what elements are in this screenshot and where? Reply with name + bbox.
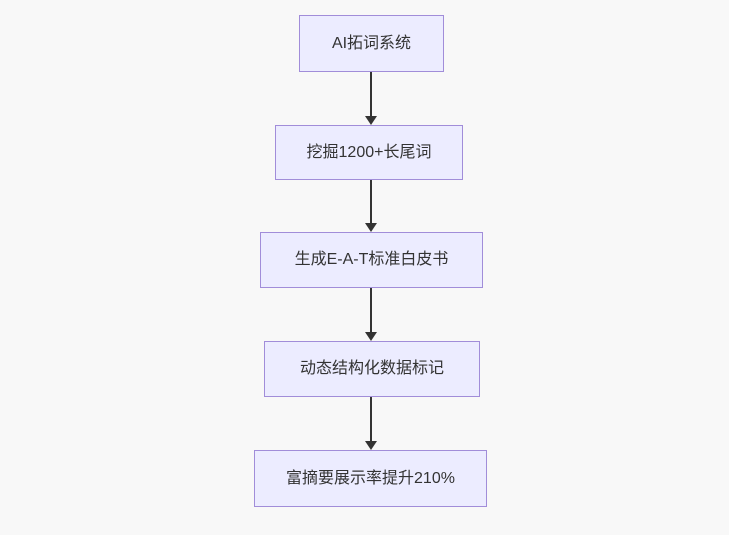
arrow-line [370,180,372,223]
flow-node-label: 挖掘1200+长尾词 [306,143,432,161]
flow-arrow-1 [365,72,377,125]
flow-node-eat-whitepaper: 生成E-A-T标准白皮书 [260,232,483,288]
flow-arrow-3 [365,288,377,341]
flow-node-label: 富摘要展示率提升210% [286,469,455,487]
arrow-line [370,288,372,332]
flow-node-longtail-mining: 挖掘1200+长尾词 [275,125,463,180]
flow-node-label: 生成E-A-T标准白皮书 [294,251,449,268]
arrowhead-down-icon [365,116,377,125]
flow-node-ai-expansion-system: AI拓词系统 [299,15,444,72]
arrowhead-down-icon [365,332,377,341]
arrow-line [370,72,372,116]
flow-arrow-4 [365,397,377,450]
arrowhead-down-icon [365,223,377,232]
arrow-line [370,397,372,441]
arrowhead-down-icon [365,441,377,450]
flow-node-rich-snippet-result: 富摘要展示率提升210% [254,450,487,507]
flow-node-structured-data-markup: 动态结构化数据标记 [264,341,480,397]
flow-node-label: AI拓词系统 [331,34,412,52]
flow-node-label: 动态结构化数据标记 [299,360,444,377]
flow-arrow-2 [365,180,377,232]
